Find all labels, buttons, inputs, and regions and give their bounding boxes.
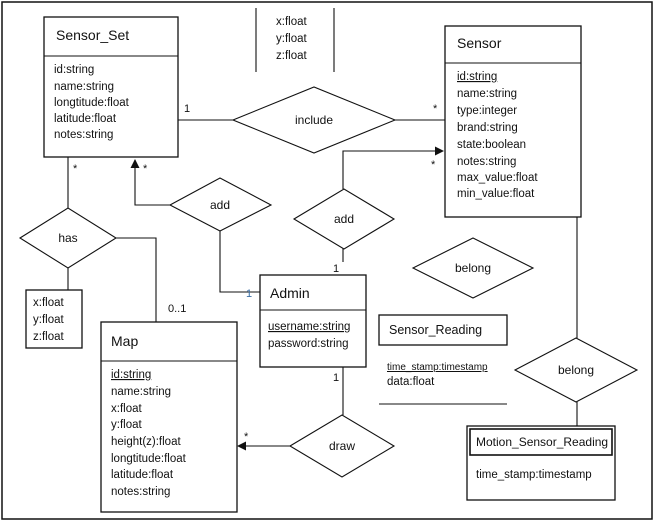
entity-attr: name:string <box>111 386 171 398</box>
connector-admin-add-left <box>219 231 260 293</box>
entity-attr-key: id:string <box>111 369 151 381</box>
entity-sensor-set[interactable]: Sensor_Set id:string name:string longtit… <box>43 16 179 158</box>
entity-title: Sensor_Reading <box>389 323 482 337</box>
connectors <box>67 8 578 451</box>
multiplicity-label: 1 <box>333 263 339 275</box>
svg-text:add: add <box>210 198 230 212</box>
entity-attr: time_stamp:timestamp <box>476 469 592 481</box>
entity-attr: password:string <box>268 338 349 350</box>
entity-attr: id:string <box>54 64 94 76</box>
svg-text:draw: draw <box>329 439 355 453</box>
svg-text:z:float: z:float <box>276 50 307 62</box>
svg-text:belong: belong <box>558 363 594 377</box>
entity-title: Admin <box>270 285 310 301</box>
multiplicity-label: * <box>431 159 436 171</box>
svg-text:include: include <box>295 113 333 127</box>
entity-attr: state:boolean <box>457 139 526 151</box>
entity-attr: name:string <box>457 88 517 100</box>
entity-xyz-left[interactable]: x:float y:float z:float <box>25 289 83 349</box>
entity-admin[interactable]: Admin username:string password:string <box>259 274 367 368</box>
svg-text:x:float: x:float <box>276 16 307 28</box>
entity-attr: y:float <box>111 419 142 431</box>
svg-text:has: has <box>58 231 77 245</box>
entity-attr: notes:string <box>457 156 516 168</box>
entity-attr: brand:string <box>457 122 518 134</box>
entity-attr: data:float <box>387 376 435 388</box>
relationship-belong-bottom[interactable]: belong <box>513 337 639 403</box>
svg-text:z:float: z:float <box>33 331 64 343</box>
entity-attr: notes:string <box>111 486 170 498</box>
entity-sensor-reading[interactable]: Sensor_Reading time_stamp:timestamp data… <box>378 314 508 388</box>
entity-attr: latitude:float <box>111 469 174 481</box>
entity-attr: max_value:float <box>457 172 538 184</box>
multiplicity-label: * <box>433 103 438 115</box>
relationships: include add add has belong belong draw <box>18 86 639 478</box>
entity-title: Map <box>111 333 138 349</box>
relationship-add-right[interactable]: add <box>292 188 396 250</box>
relationship-has[interactable]: has <box>18 207 118 269</box>
entity-attr: height(z):float <box>111 436 181 448</box>
svg-text:y:float: y:float <box>276 33 307 45</box>
multiplicity-label: 1 <box>333 372 339 384</box>
entity-attr: notes:string <box>54 129 113 141</box>
entity-sensor[interactable]: Sensor id:string name:string type:intege… <box>444 25 582 218</box>
entity-attr-key: time_stamp:timestamp <box>387 362 488 373</box>
connector-has-map <box>112 237 157 322</box>
multiplicity-label: 0..1 <box>168 303 186 315</box>
svg-text:add: add <box>334 212 354 226</box>
relationship-belong-top[interactable]: belong <box>411 237 535 299</box>
multiplicity-label: 1 <box>184 103 190 115</box>
entity-attr: longtitude:float <box>54 97 130 109</box>
relationship-include[interactable]: include <box>231 86 397 154</box>
entity-title: Sensor <box>457 35 502 51</box>
entity-attr: longtitude:float <box>111 453 187 465</box>
entity-attr: name:string <box>54 81 114 93</box>
entity-attr: min_value:float <box>457 188 535 200</box>
entity-title: Motion_Sensor_Reading <box>476 435 608 449</box>
multiplicity-label: * <box>244 431 249 443</box>
multiplicity-label: 1 <box>246 288 252 300</box>
connector-add-left-set <box>130 159 170 206</box>
relationship-add-left[interactable]: add <box>168 177 273 232</box>
svg-text:y:float: y:float <box>33 314 64 326</box>
multiplicity-label: * <box>143 163 148 175</box>
entity-motion-sensor-reading[interactable]: Motion_Sensor_Reading time_stamp:timesta… <box>466 425 616 501</box>
multiplicity-label: * <box>73 163 78 175</box>
connector-add-right-sensor <box>342 146 444 189</box>
entity-title: Sensor_Set <box>56 27 129 43</box>
xyz-attribute-top: x:float y:float z:float <box>276 16 307 62</box>
svg-text:belong: belong <box>455 261 491 275</box>
entity-attr-key: username:string <box>268 321 350 333</box>
entity-attr-key: id:string <box>457 71 497 83</box>
svg-text:x:float: x:float <box>33 297 64 309</box>
entity-attr: x:float <box>111 403 142 415</box>
entity-attr: latitude:float <box>54 113 117 125</box>
multiplicities: 1 * * 1 * 1 * 0..1 1 * <box>73 103 438 443</box>
relationship-draw[interactable]: draw <box>288 414 396 478</box>
entity-map[interactable]: Map id:string name:string x:float y:floa… <box>100 321 238 513</box>
entity-attr: type:integer <box>457 105 517 117</box>
